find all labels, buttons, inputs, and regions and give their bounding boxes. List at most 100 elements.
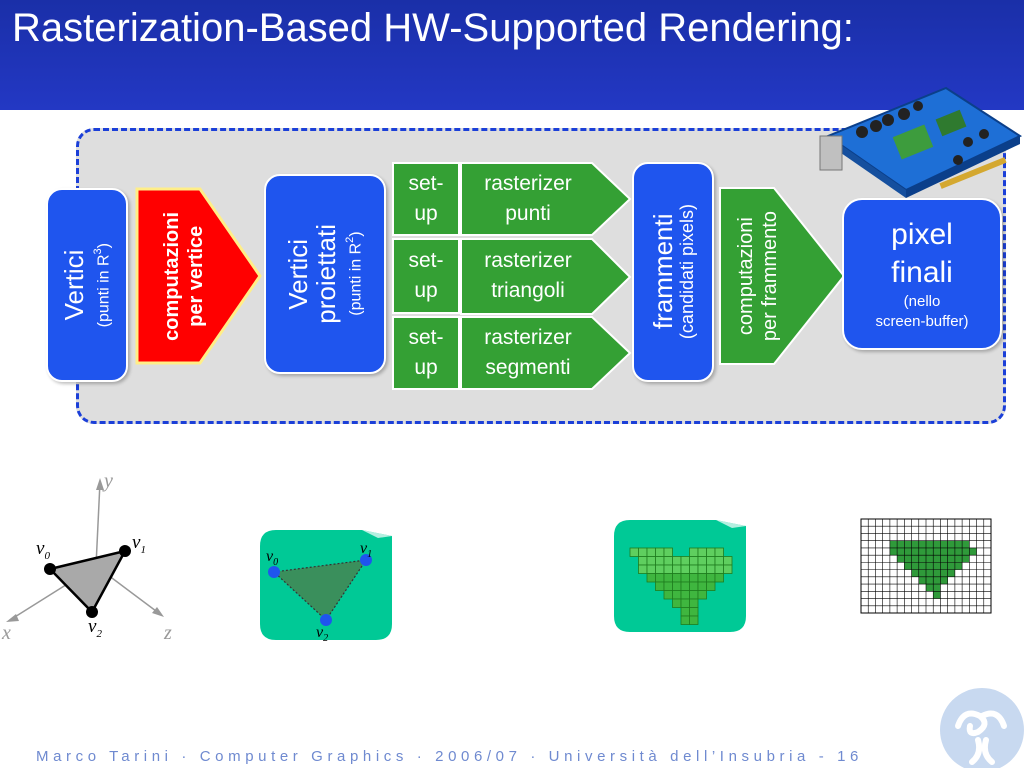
university-logo [940, 688, 1024, 768]
fragment-cell [723, 564, 733, 574]
pixel-cell [926, 584, 934, 592]
fragment-cell [689, 590, 699, 600]
pixel-cell [926, 569, 934, 577]
fragment-cell [680, 581, 690, 591]
slide-title: Rasterization-Based HW-Supported Renderi… [12, 6, 854, 50]
pixel-cell [918, 569, 926, 577]
fragment-cell [629, 547, 639, 557]
rasterizer-segmenti-arrow [460, 316, 632, 390]
vertici-proiettati-box: Vertici proiettati (punti in R2) [264, 174, 386, 374]
pixel-cell [904, 562, 912, 570]
fragment-cell [706, 581, 716, 591]
pixel-cell [926, 547, 934, 556]
pixel-cell [933, 591, 941, 599]
fragment-cell [646, 573, 656, 583]
axis-x-label: x [2, 622, 11, 644]
pixel-cell [947, 569, 955, 577]
pixel-cell [969, 547, 977, 556]
axis-z-label: z [164, 622, 172, 644]
graphics-card-image [819, 86, 1023, 198]
fragment-cell [672, 590, 682, 600]
fragment-cell [663, 581, 673, 591]
fragment-cells [629, 547, 733, 625]
fragments-panel [614, 520, 746, 632]
rasterizer-arrows [460, 162, 632, 390]
pixel-cell [911, 555, 919, 563]
proj-v1-label: v1 [360, 540, 373, 561]
pixel-cell [940, 562, 948, 570]
pixel-cell [918, 547, 926, 556]
fragment-cell [680, 615, 690, 625]
v2-label: v2 [88, 616, 102, 640]
pixel-cell [911, 562, 919, 570]
fragment-cell [689, 615, 699, 625]
proj-v0-label: v0 [266, 548, 279, 569]
fragment-cell [672, 598, 682, 608]
pixel-cell [897, 540, 905, 548]
fragment-cell [655, 547, 665, 557]
fragment-cell [638, 547, 648, 557]
fragment-cell [697, 590, 707, 600]
vertici-title: Vertici [58, 249, 89, 321]
pixel-finali-box: pixel finali (nello screen-buffer) [842, 198, 1002, 350]
fragment-cell [714, 573, 724, 583]
fragment-cell [680, 564, 690, 574]
fragment-cell [663, 556, 673, 566]
fragment-cell [672, 573, 682, 583]
pixel-cell [897, 555, 905, 563]
fragment-cell [689, 547, 699, 557]
vertici-box: Vertici (punti in R3) [46, 188, 128, 382]
axis-y-label: y [104, 470, 113, 492]
pixel-grid [860, 518, 992, 614]
fragment-cell [697, 556, 707, 566]
pixel-cell [889, 547, 898, 556]
pixel-cell [926, 576, 934, 585]
pixel-cell [940, 569, 948, 577]
fragment-cell [646, 547, 656, 557]
pixel-cell [954, 547, 963, 556]
pixel-cell [940, 540, 948, 548]
pixel-cell [933, 547, 941, 556]
fragment-cell [689, 573, 699, 583]
rasterizer-triangoli-arrow [460, 238, 632, 315]
fragment-cell [655, 581, 665, 591]
setup-box-punti: set-up [392, 162, 460, 236]
pixel-cell [933, 540, 941, 548]
pixel-cell [933, 555, 941, 563]
fragment-cell [663, 547, 673, 557]
pixel-cell [926, 562, 934, 570]
proj-v2-label: v2 [316, 624, 329, 645]
pixel-cell [904, 540, 912, 548]
frammenti-box: frammenti (candidati pixels) [632, 162, 714, 382]
pixel-cell [918, 576, 926, 585]
vertex-axes-diagram [6, 478, 164, 622]
pixel-cell [947, 540, 955, 548]
fragment-cell [663, 573, 673, 583]
pixel-cell [889, 540, 898, 548]
pixel-cell [933, 576, 941, 585]
fragment-cell [680, 556, 690, 566]
pixel-cell [940, 555, 948, 563]
fragment-cell [706, 556, 716, 566]
pixel-cell [918, 540, 926, 548]
computazioni-per-frammento-arrow [719, 187, 846, 365]
slide-footer: Marco Tarini · Computer Graphics · 2006/… [36, 748, 863, 765]
pixel-cell [962, 540, 970, 548]
pixel-grid-lines [861, 519, 991, 613]
rasterizer-punti-arrow [460, 162, 632, 236]
fragment-cell [689, 598, 699, 608]
pixel-cell [897, 547, 905, 556]
fragment-cell [689, 564, 699, 574]
pixel-cell [926, 540, 934, 548]
pixel-cell [940, 576, 948, 585]
fragment-cell [689, 556, 699, 566]
pixel-cell [911, 540, 919, 548]
computazioni-per-frammento-label: computazioni per frammento [735, 210, 781, 342]
fragment-cell [723, 556, 733, 566]
pixel-cell [962, 555, 970, 563]
fragment-cell [697, 547, 707, 557]
fragment-cell [655, 564, 665, 574]
computazioni-per-vertice-arrow [135, 187, 262, 365]
fragment-cell [680, 590, 690, 600]
